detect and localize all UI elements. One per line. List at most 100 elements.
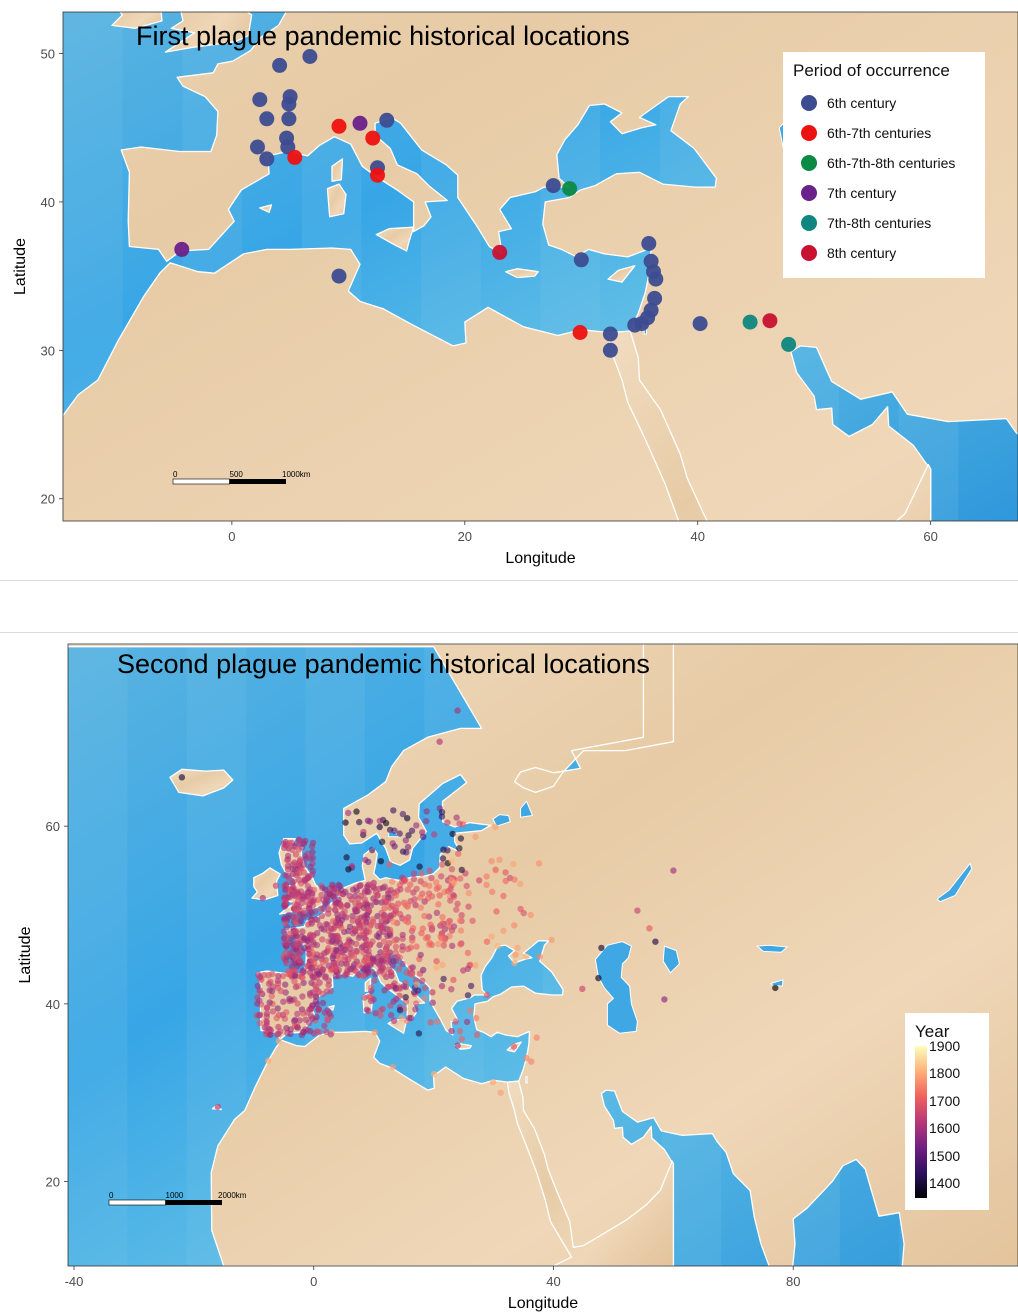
location-point xyxy=(483,873,490,880)
location-point xyxy=(263,1010,271,1017)
location-point xyxy=(315,970,322,977)
location-point xyxy=(511,922,518,929)
location-point xyxy=(335,896,342,903)
location-point xyxy=(325,906,332,913)
location-point xyxy=(353,808,360,815)
location-point xyxy=(472,962,479,969)
legend-swatch xyxy=(801,95,817,111)
panel-divider xyxy=(0,632,1018,633)
location-point xyxy=(327,987,335,995)
location-point xyxy=(415,1030,423,1037)
location-point xyxy=(440,846,447,853)
location-point xyxy=(396,1006,404,1014)
location-point xyxy=(287,1030,294,1038)
location-point xyxy=(350,886,357,893)
location-point xyxy=(338,960,345,967)
location-point xyxy=(308,909,315,916)
location-point xyxy=(294,1024,302,1031)
location-point xyxy=(298,865,305,872)
land-shape xyxy=(111,12,163,29)
location-point xyxy=(282,886,289,894)
location-point xyxy=(343,854,350,861)
scale-bar-label: 0 xyxy=(109,1191,114,1200)
scale-bar-label: 1000 xyxy=(166,1191,184,1200)
location-point xyxy=(380,913,387,920)
land-shape xyxy=(504,268,539,279)
location-point xyxy=(492,823,499,831)
location-point xyxy=(454,900,461,907)
location-point xyxy=(429,999,436,1006)
location-point xyxy=(299,993,306,1000)
location-point xyxy=(390,918,397,926)
location-point xyxy=(404,843,412,851)
location-point xyxy=(338,916,345,924)
x-tick-label: 20 xyxy=(458,529,472,544)
location-point xyxy=(320,905,327,912)
location-point xyxy=(435,901,442,908)
y-tick-label: 40 xyxy=(41,195,55,210)
location-point xyxy=(291,1016,299,1024)
location-point xyxy=(391,937,398,944)
scale-bar-segment xyxy=(229,479,286,484)
land-shape xyxy=(331,158,344,182)
location-point xyxy=(259,151,275,167)
location-point xyxy=(329,881,336,888)
location-point xyxy=(274,1005,281,1012)
x-tick-label: 0 xyxy=(228,529,235,544)
location-point xyxy=(439,961,446,968)
location-point xyxy=(344,902,351,909)
location-point xyxy=(286,839,293,847)
colorbar-tick-label: 1700 xyxy=(929,1092,961,1109)
location-point xyxy=(364,901,371,908)
location-point xyxy=(573,252,589,268)
location-point xyxy=(273,1014,280,1022)
location-point xyxy=(310,938,317,946)
location-point xyxy=(421,995,428,1002)
location-point xyxy=(376,941,383,949)
colorbar-tick-label: 1600 xyxy=(929,1120,961,1137)
location-point xyxy=(296,876,303,884)
location-point xyxy=(371,977,378,984)
location-point xyxy=(275,1038,283,1045)
location-point xyxy=(312,993,320,1001)
location-point xyxy=(436,738,443,745)
location-point xyxy=(376,823,383,831)
location-point xyxy=(429,989,436,996)
location-point xyxy=(337,886,345,894)
location-point xyxy=(365,130,381,146)
location-point xyxy=(399,960,406,968)
location-point xyxy=(401,877,408,885)
location-point xyxy=(489,1078,497,1086)
legend-label: 8th century xyxy=(827,245,897,261)
location-point xyxy=(421,912,428,920)
location-point xyxy=(374,922,381,930)
location-point xyxy=(297,917,305,924)
location-point xyxy=(319,990,326,998)
plot-frame xyxy=(62,11,1018,522)
location-point xyxy=(320,926,328,933)
legend-item: 7th century xyxy=(801,185,896,201)
location-point xyxy=(402,994,409,1001)
location-point xyxy=(456,820,463,827)
location-point xyxy=(502,869,509,876)
location-point xyxy=(457,941,464,948)
location-point xyxy=(353,948,361,955)
location-point xyxy=(381,905,388,912)
colorbar-title: Year xyxy=(915,1022,950,1041)
location-point xyxy=(408,971,416,979)
inland-water xyxy=(662,945,680,974)
location-point xyxy=(293,901,301,909)
location-point xyxy=(352,907,360,914)
land-shape xyxy=(35,371,53,378)
location-point xyxy=(364,883,371,890)
location-point xyxy=(545,178,561,194)
location-point xyxy=(352,115,368,131)
location-point xyxy=(280,998,287,1005)
location-point xyxy=(333,960,340,967)
location-point xyxy=(308,920,315,927)
location-point xyxy=(313,1028,321,1035)
location-point xyxy=(363,912,370,919)
location-point xyxy=(407,965,414,972)
location-point xyxy=(439,855,447,862)
